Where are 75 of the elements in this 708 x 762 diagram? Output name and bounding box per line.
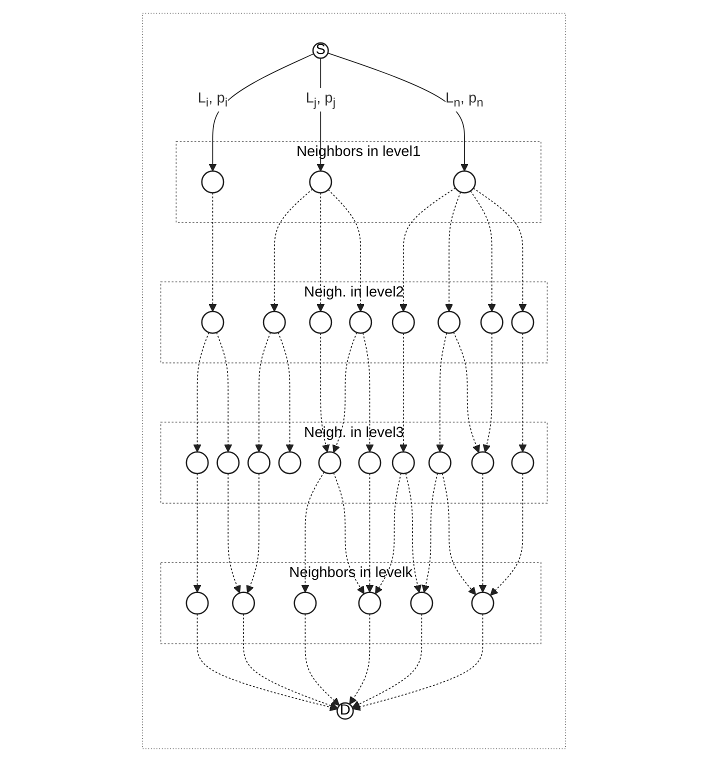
arrow	[208, 53, 314, 172]
arrow	[422, 472, 438, 593]
edge-label: L$_{j}$, p$_{j}$	[306, 90, 336, 110]
cluster: Neigh. in level2	[160, 281, 548, 364]
arrow	[352, 614, 484, 711]
arrow	[453, 332, 480, 453]
arrow	[320, 332, 330, 452]
node-circle	[309, 170, 332, 194]
arrow	[478, 473, 487, 593]
arrow	[193, 332, 210, 452]
node-circle	[410, 592, 434, 615]
node-circle	[428, 451, 452, 474]
node-circle	[471, 592, 494, 615]
arrow	[405, 472, 422, 593]
node-circle	[278, 451, 302, 474]
arrow	[518, 332, 527, 452]
arrow	[328, 189, 365, 312]
node-circle	[392, 451, 415, 474]
node-circle	[216, 451, 240, 474]
edge-label: L$_{n}$, p$_{n}$	[446, 90, 484, 110]
node-circle	[471, 451, 494, 474]
node-circle	[511, 310, 534, 334]
arrow	[193, 473, 202, 593]
node-circle	[247, 451, 270, 474]
arrow	[254, 332, 271, 452]
arrow	[436, 332, 448, 452]
arrow	[362, 332, 374, 452]
arrow	[490, 473, 524, 596]
arrow	[349, 614, 370, 705]
node-circle	[318, 451, 342, 474]
node-circle	[262, 310, 286, 334]
node-circle	[309, 310, 332, 334]
arrow	[304, 614, 340, 706]
arrow	[246, 473, 260, 594]
arrow	[301, 472, 325, 593]
node-circle	[201, 170, 224, 194]
arrow	[399, 332, 408, 452]
arrow	[399, 188, 456, 312]
arrow	[196, 614, 338, 712]
edge-label: L$_{i}$, p$_{i}$	[198, 90, 228, 110]
arrow	[208, 192, 217, 312]
arrow	[270, 188, 313, 312]
node-circle	[201, 310, 224, 334]
node-circle	[186, 451, 209, 474]
arrow	[470, 190, 496, 312]
node-circle	[232, 592, 256, 615]
node-circle	[358, 451, 382, 474]
arrow	[366, 473, 374, 593]
node-circle	[511, 451, 534, 474]
arrow	[374, 472, 402, 594]
cluster: Neigh. in level3	[160, 422, 548, 504]
arrow	[445, 192, 462, 312]
node-circle	[438, 310, 461, 334]
node-circle	[349, 310, 372, 334]
arrow	[216, 332, 232, 452]
cluster: Neighbors in levelk	[160, 562, 542, 644]
node-circle	[294, 592, 317, 615]
arrow	[442, 472, 476, 596]
arrow	[472, 188, 527, 312]
node-circle	[186, 592, 209, 615]
arrow	[316, 192, 325, 312]
arrow	[332, 332, 358, 453]
arrow	[482, 332, 492, 452]
arrow	[333, 472, 364, 594]
node-circle	[480, 310, 504, 334]
node-circle	[358, 592, 382, 615]
arrow	[278, 332, 294, 452]
arrow	[243, 614, 338, 710]
node-circle	[392, 310, 415, 334]
arrow	[228, 473, 241, 594]
node-circle	[452, 170, 476, 194]
arrow	[352, 614, 422, 708]
node-circle: S	[312, 42, 329, 59]
node-circle: D	[336, 702, 354, 720]
arrow	[327, 52, 468, 172]
